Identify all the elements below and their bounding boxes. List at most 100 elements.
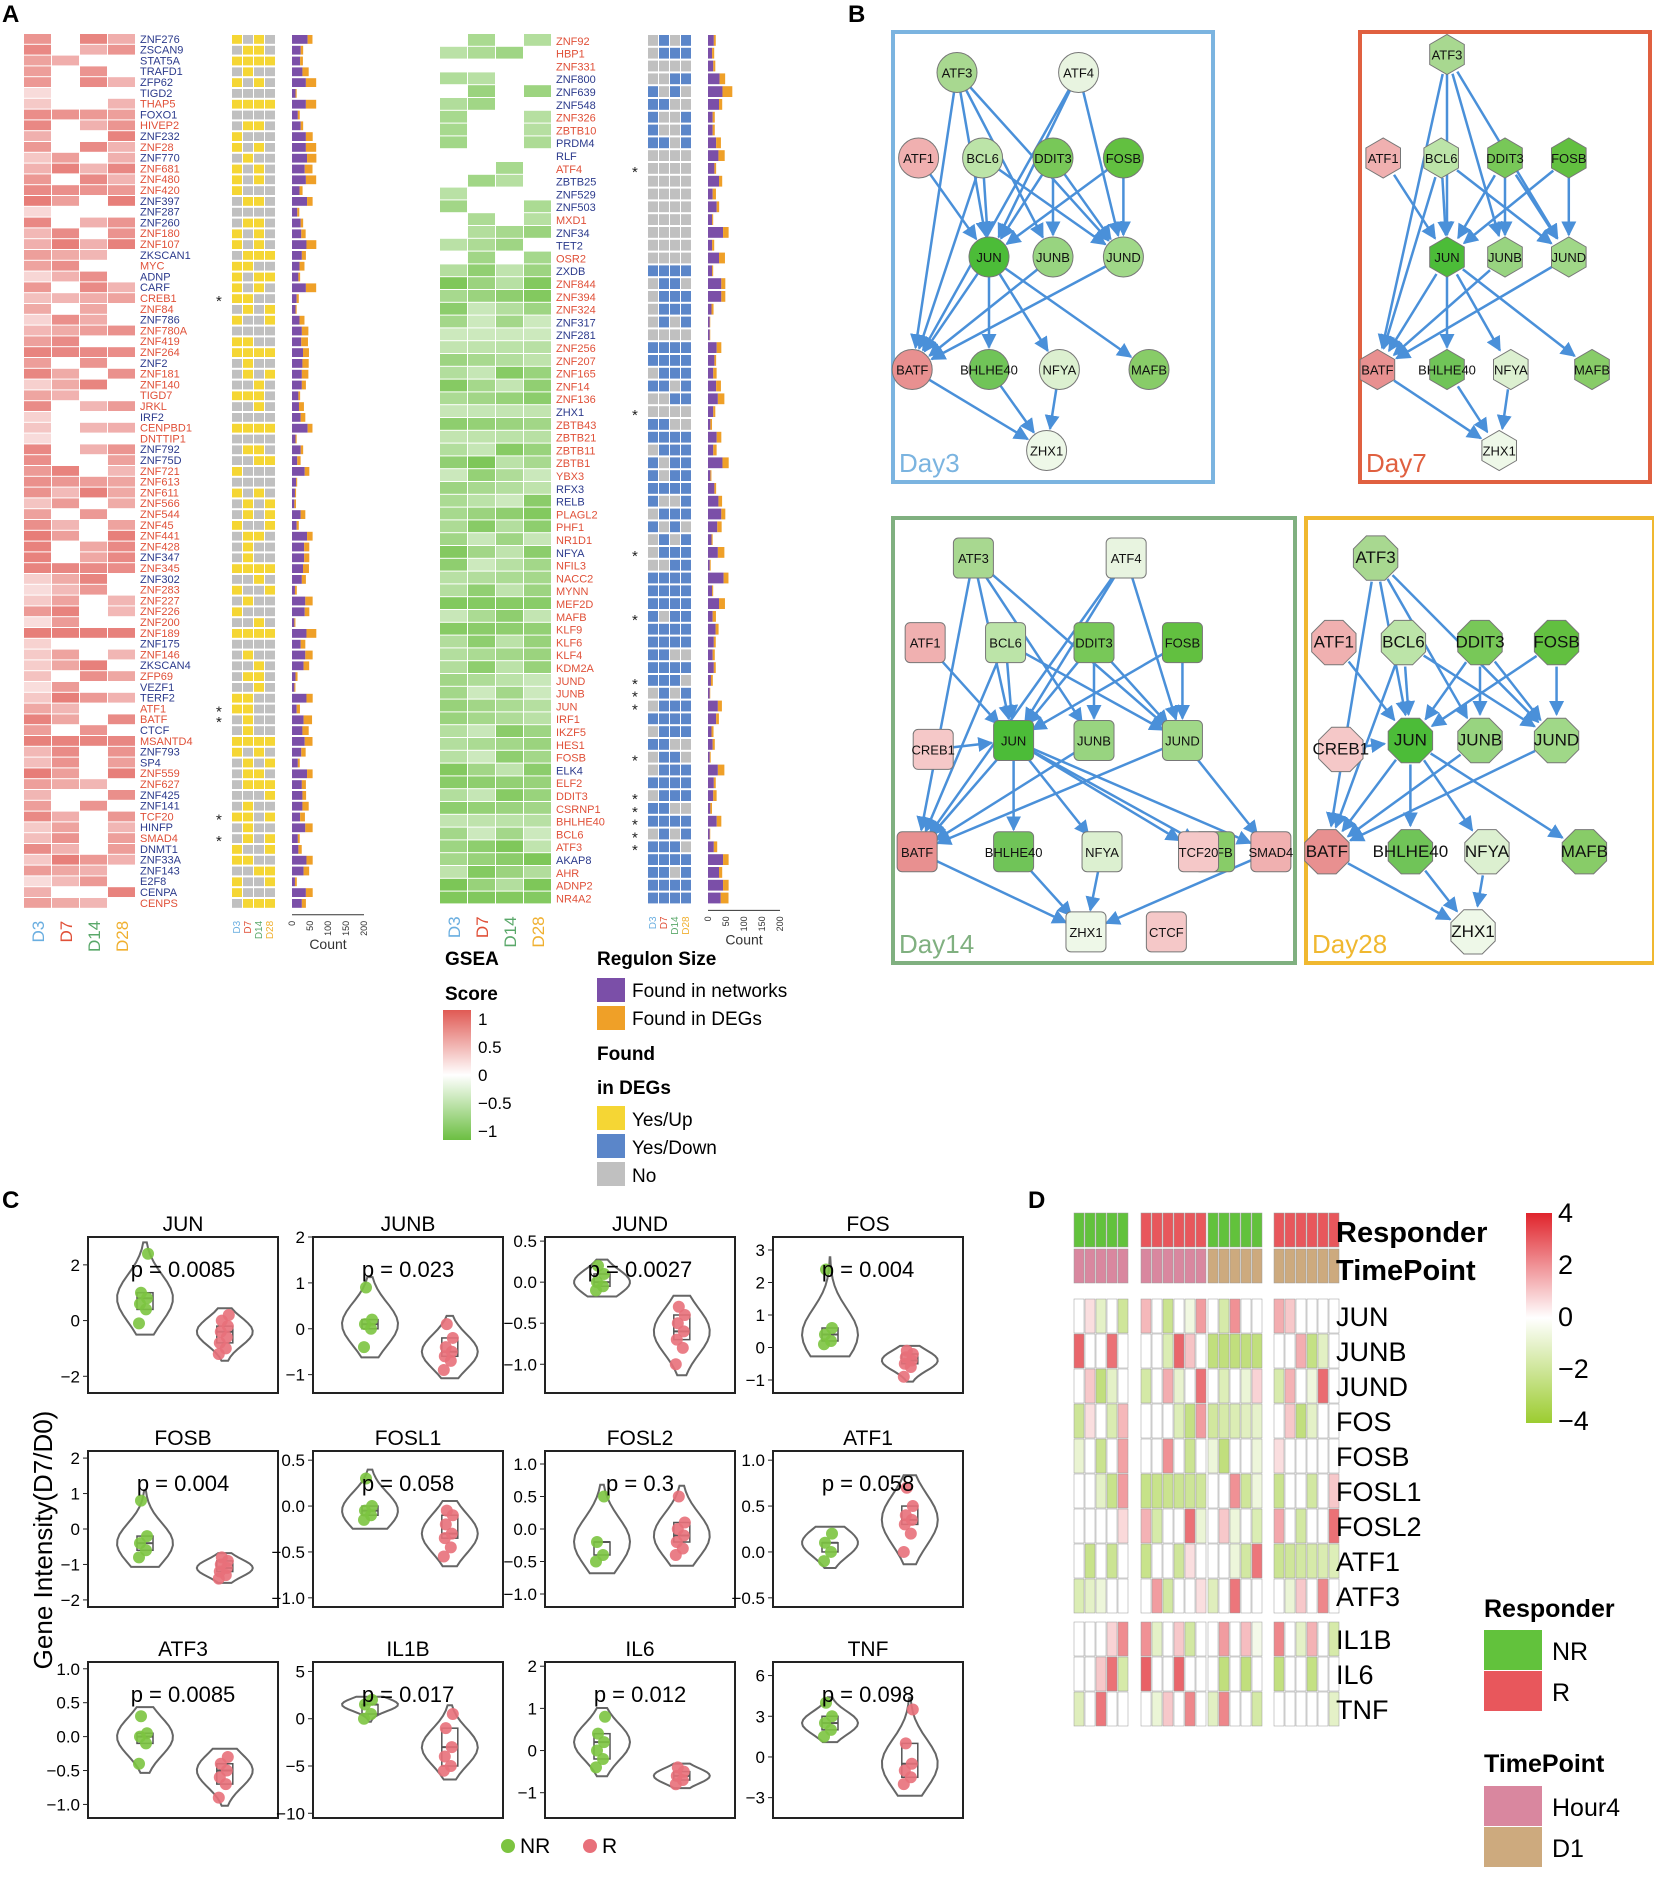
count-bar-network: [708, 470, 711, 481]
count-bar-deg: [305, 78, 317, 87]
gene-label: ZNF175: [140, 639, 180, 651]
heatmap-cell: [108, 854, 135, 865]
network-node-label: TCF20: [1179, 845, 1219, 860]
count-tick: 200: [775, 916, 785, 931]
heatmap-cell: [440, 610, 467, 622]
heatmap-cell: [1306, 1333, 1318, 1369]
deg-cell: [670, 547, 680, 558]
deg-cell: [681, 35, 691, 46]
count-bar-deg: [304, 553, 310, 563]
deg-cell: [254, 855, 264, 865]
deg-cell: [232, 294, 242, 303]
heatmap-cell: [24, 314, 51, 325]
heatmap-cell: [1218, 1543, 1230, 1579]
heatmap-cell: [52, 854, 79, 865]
count-bar-deg: [297, 456, 301, 465]
heatmap-cell: [1251, 1578, 1263, 1614]
star-marker: *: [216, 293, 222, 310]
deg-cell: [254, 585, 264, 595]
heatmap-cell: [108, 390, 135, 401]
network-frame: [1358, 30, 1652, 484]
heatmap-cell: [496, 405, 523, 417]
deg-cell: [681, 316, 691, 328]
gene-label: ZNF136: [556, 394, 596, 406]
gene-label: ZNF276: [140, 34, 180, 46]
heatmap-cell: [24, 217, 51, 228]
heatmap-cell: [468, 405, 495, 417]
count-bar-network: [292, 769, 308, 779]
heatmap-cell: [440, 469, 467, 481]
deg-cell: [648, 508, 658, 520]
heatmap-cell: [24, 401, 51, 411]
heatmap-cell: [1328, 1543, 1340, 1579]
heatmap-cell: [496, 302, 523, 315]
heatmap-cell: [52, 293, 79, 303]
heatmap-cell: [80, 520, 107, 530]
heatmap-cell: [1162, 1656, 1174, 1692]
count-bar-deg: [298, 391, 301, 401]
deg-cell: [232, 737, 242, 746]
colorbar: [1526, 1213, 1552, 1423]
heatmap-cell: [496, 238, 523, 251]
network-edge: [1451, 73, 1503, 238]
network-edge: [1347, 862, 1452, 921]
heatmap-cell: [1117, 1403, 1129, 1439]
heatmap-cell: [440, 840, 467, 853]
count-bar-deg: [713, 60, 716, 72]
heatmap-cell: [468, 162, 495, 174]
heatmap-cell: [24, 336, 51, 347]
heatmap-cell: [468, 34, 495, 46]
deg-cell: [659, 713, 669, 725]
heatmap-cell: [52, 44, 79, 55]
heatmap-cell: [80, 671, 107, 681]
deg-cell: [232, 35, 242, 44]
gene-label: SMAD4: [140, 833, 178, 845]
deg-cell: [648, 572, 658, 584]
deg-cell: [648, 495, 658, 507]
heatmap-cell: [524, 34, 551, 46]
count-bar-network: [708, 675, 711, 686]
deg-cell: [254, 877, 264, 887]
heatmap-cell: [52, 314, 79, 325]
heatmap-cell: [468, 174, 495, 187]
timepoint-label: D3: [445, 916, 464, 938]
heatmap-cell: [24, 131, 51, 141]
count-bar-deg: [299, 186, 303, 195]
deg-cell: [254, 715, 264, 725]
heatmap-cell: [1184, 1403, 1196, 1439]
count-bar-network: [708, 623, 716, 635]
responder-cell: [1095, 1212, 1107, 1248]
network-node-label: JUN: [1001, 734, 1026, 749]
count-bar-deg: [712, 188, 716, 200]
data-point: [597, 1752, 609, 1765]
heatmap-cell: [80, 487, 107, 498]
heatmap-cell: [1229, 1473, 1241, 1509]
deg-cell: [265, 607, 275, 617]
heatmap-cell: [468, 610, 495, 622]
count-bar-deg: [721, 291, 726, 302]
deg-cell: [254, 510, 264, 519]
deg-cell: [254, 348, 264, 357]
count-bar-network: [708, 534, 712, 545]
deg-cell: [659, 111, 669, 123]
heatmap-cell: [24, 433, 51, 444]
heatmap-cell: [80, 703, 107, 714]
heatmap-cell: [496, 123, 523, 136]
deg-cell: [659, 611, 669, 622]
heatmap-cell: [24, 844, 51, 854]
heatmap-cell: [440, 328, 467, 341]
network-node-label: JUND: [1534, 731, 1579, 750]
deg-cell: [265, 726, 275, 735]
heatmap-cell: [1073, 1656, 1085, 1692]
deg-cell: [648, 559, 658, 571]
heatmap-cell: [80, 887, 107, 897]
gene-label: ZNF34: [556, 228, 590, 240]
deg-cell: [243, 639, 253, 649]
heatmap-cell: [52, 142, 79, 152]
heatmap-cell: [80, 131, 107, 141]
heatmap-cell: [1251, 1298, 1263, 1334]
gene-label: ZNF503: [556, 202, 596, 214]
gene-label: AHR: [556, 868, 579, 880]
heatmap-cell: [1328, 1473, 1340, 1509]
heatmap-cell: [524, 315, 551, 328]
